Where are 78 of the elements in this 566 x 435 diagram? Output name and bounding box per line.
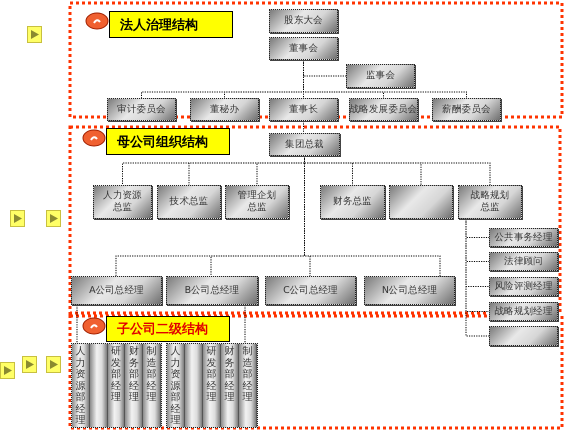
org-box	[166, 276, 258, 305]
box-label: 法律顾问	[504, 256, 543, 268]
department-column	[143, 344, 161, 427]
box-label: 人力资源部经理	[75, 346, 86, 426]
box-label: 薪酬委员会	[442, 104, 491, 116]
org-box	[190, 98, 259, 121]
box-label: 人力资源部经理	[170, 346, 180, 426]
box-label: 集团总裁	[285, 138, 324, 150]
box-label: B公司总经理	[184, 284, 240, 296]
box-label: 监事会	[366, 70, 396, 82]
org-box	[320, 185, 385, 219]
org-box	[489, 252, 558, 271]
box-label: 研发部经理	[110, 346, 121, 404]
connector-line	[303, 60, 467, 98]
box-label: 董事会	[288, 42, 318, 54]
section-title-banner	[106, 316, 230, 342]
connector-line	[76, 304, 78, 344]
department-column	[203, 344, 221, 427]
empty-box	[489, 326, 558, 346]
box-label: 公共事务经理	[494, 232, 553, 244]
org-box	[432, 98, 501, 121]
column-group	[166, 343, 258, 428]
box-label: 股东大会	[284, 15, 323, 27]
section-title-banner	[106, 128, 230, 155]
box-label: 战略规划经理	[494, 306, 553, 318]
box-label: 管理企划总监	[237, 190, 277, 214]
org-box	[269, 9, 338, 33]
box-label: 制造部经理	[242, 346, 252, 404]
department-column	[72, 344, 90, 427]
org-box	[489, 228, 558, 247]
box-label: 战略发展委员会	[350, 104, 418, 116]
box-label: 财务部经理	[224, 346, 234, 404]
department-column	[167, 344, 185, 427]
org-box	[489, 302, 558, 321]
org-box	[225, 185, 289, 219]
department-column	[221, 344, 239, 427]
org-box	[489, 277, 558, 296]
connector-line	[466, 218, 490, 336]
box-label: 财务部经理	[128, 346, 139, 404]
section-title: 法人治理结构	[120, 16, 198, 34]
connector-line	[244, 304, 246, 344]
department-column	[185, 344, 203, 427]
department-column	[108, 344, 126, 427]
box-label: C公司总经理	[283, 284, 338, 296]
org-box	[269, 37, 338, 60]
column-group	[71, 343, 162, 428]
box-label: 财务总监	[333, 196, 372, 208]
department-column	[90, 344, 108, 427]
org-box	[157, 185, 221, 219]
org-box	[364, 276, 455, 305]
box-label: 董秘办	[210, 104, 240, 116]
org-box	[349, 98, 418, 121]
section-title: 母公司组织结构	[117, 134, 208, 150]
connector-line	[304, 156, 440, 276]
box-label: A公司总经理	[89, 284, 144, 296]
org-box	[93, 185, 152, 219]
department-column	[125, 344, 144, 427]
section-title-banner	[109, 11, 233, 38]
box-label: 研发部经理	[206, 346, 216, 404]
box-label: N公司总经理	[382, 284, 438, 296]
box-label: 审计委员会	[117, 104, 166, 116]
org-box	[269, 98, 338, 121]
org-box	[107, 98, 176, 121]
box-label: 制造部经理	[146, 346, 157, 404]
box-label: 董事长	[288, 104, 318, 116]
box-label: 技术总监	[170, 196, 208, 208]
section-title: 子公司二级结构	[117, 321, 208, 338]
org-box	[346, 64, 415, 88]
org-box	[71, 276, 162, 305]
org-box	[265, 276, 356, 305]
box-label: 人力资源总监	[102, 190, 142, 214]
box-label: 战略规划总监	[470, 190, 510, 214]
org-box	[269, 133, 340, 156]
connector-line	[303, 120, 304, 134]
org-box	[458, 185, 522, 219]
box-label: 风险评测经理	[494, 280, 553, 292]
empty-box	[389, 185, 453, 219]
department-column	[239, 344, 257, 427]
